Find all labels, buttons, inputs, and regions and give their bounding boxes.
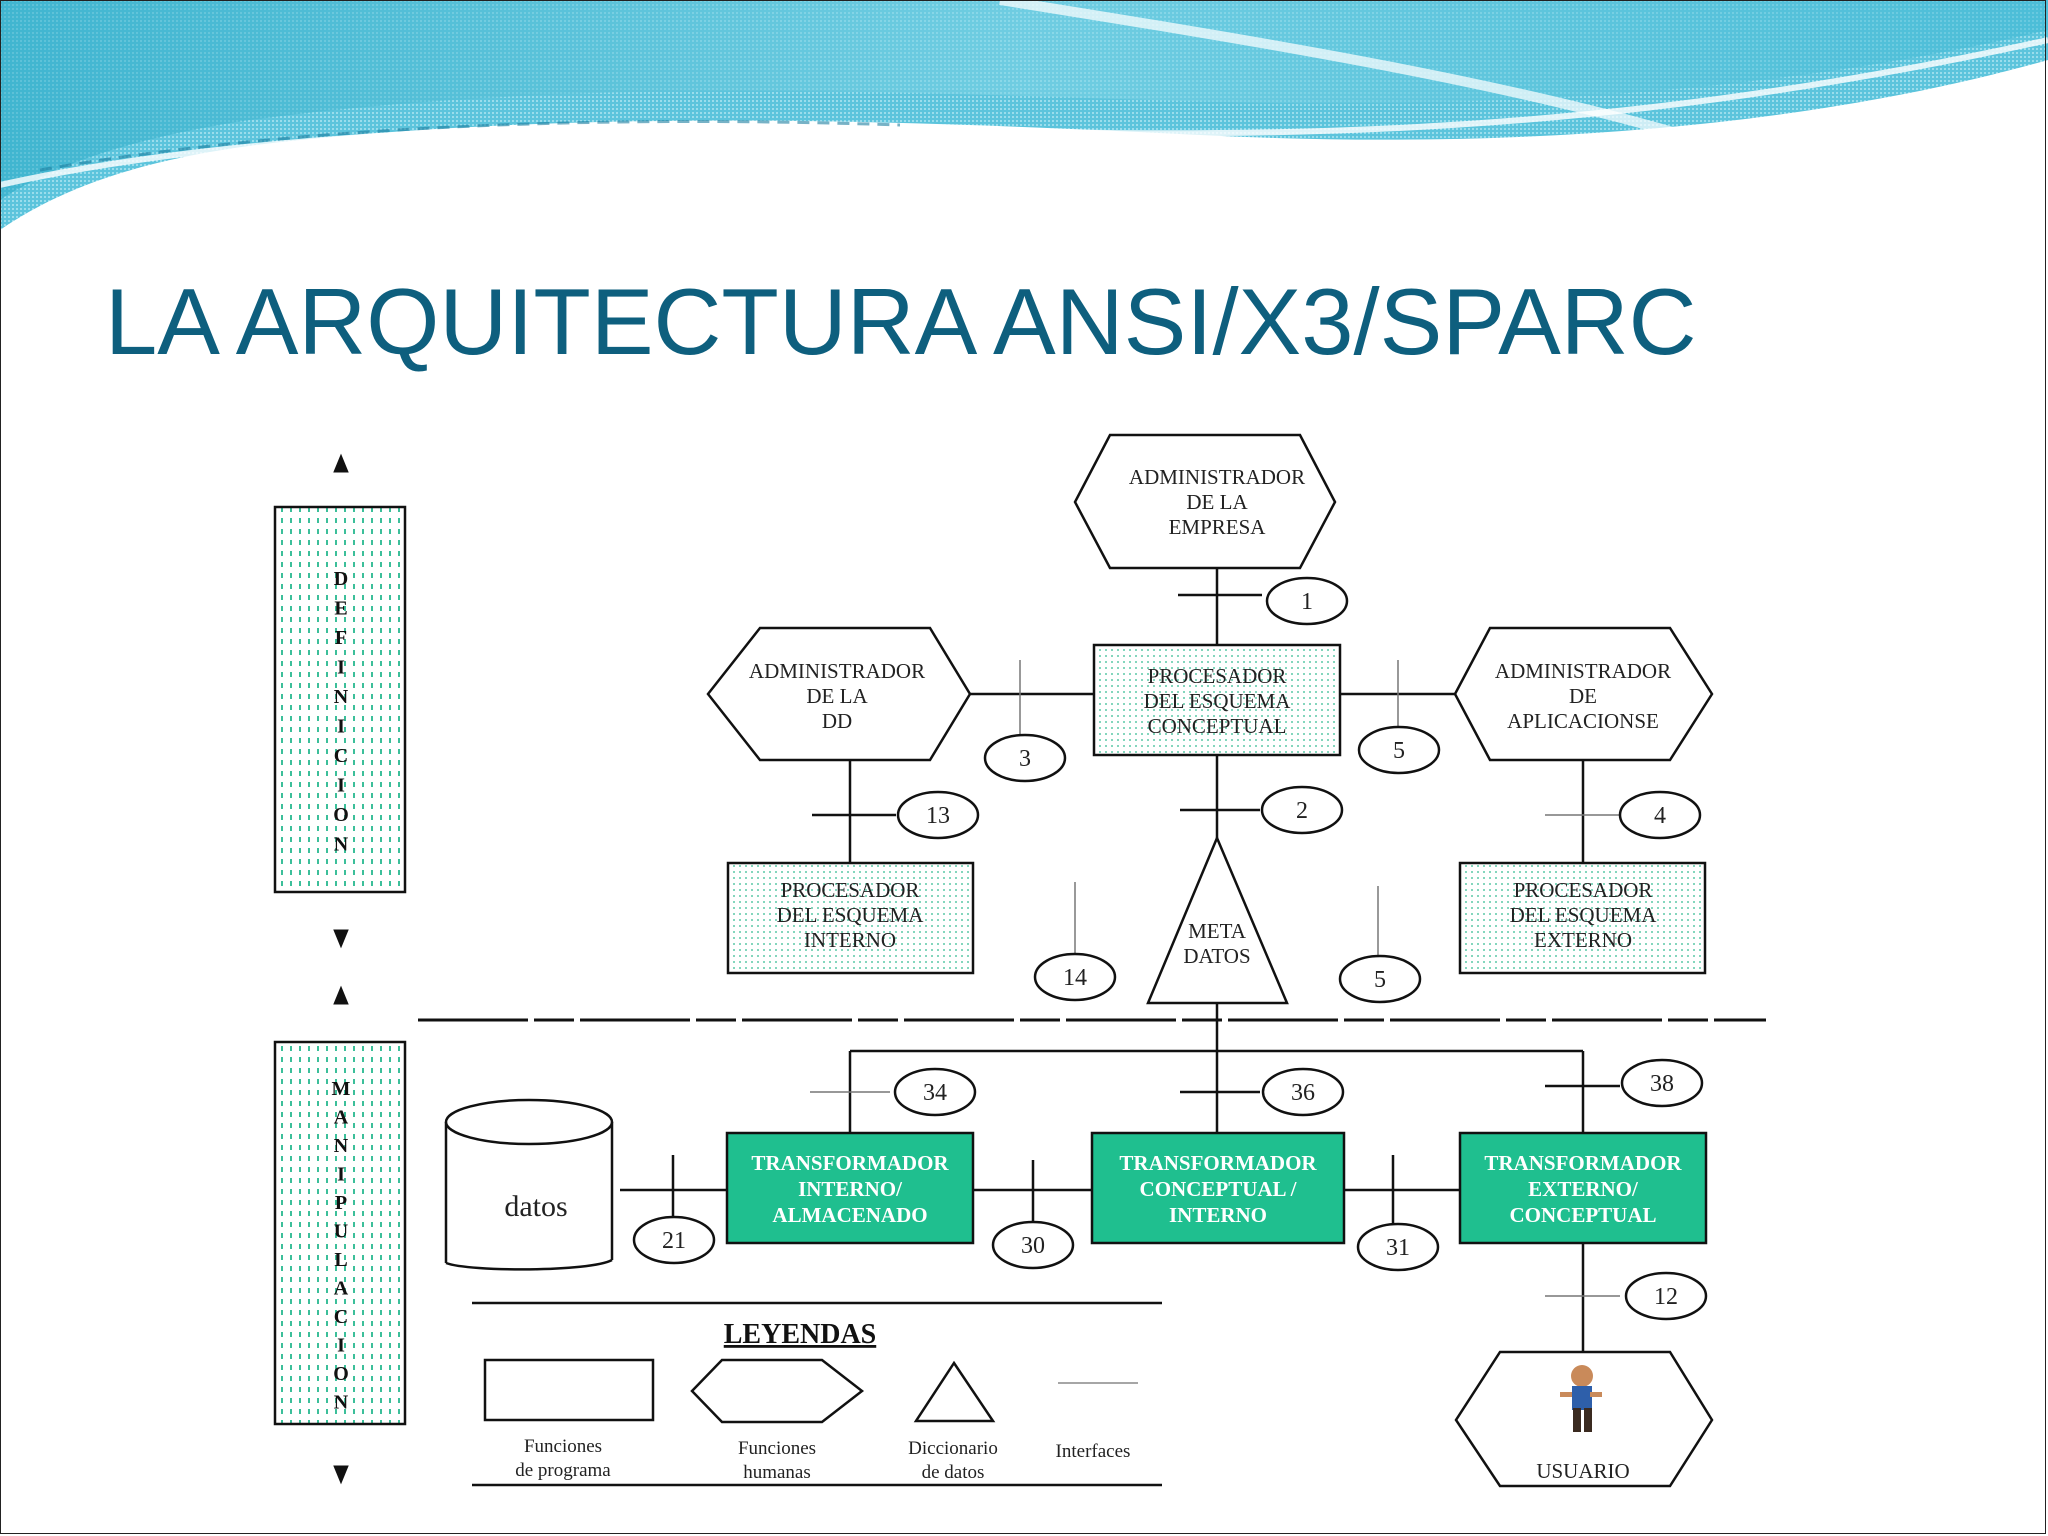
interface-5b-label: 5: [1374, 967, 1386, 993]
header-wave: [0, 0, 2048, 230]
interface-30: [991, 1220, 1075, 1270]
arrow-down-icon: [333, 1465, 349, 1485]
interface-2: [1260, 785, 1344, 835]
interface-14: [1033, 952, 1117, 1002]
legend-hexagon-icon: [690, 1358, 865, 1424]
proc-conceptual-box: [1092, 643, 1342, 757]
interface-34: [893, 1067, 977, 1117]
admin-empresa-hexagon: [1073, 433, 1337, 570]
arrow-up-icon: [333, 985, 349, 1005]
legend-triangle-icon: [913, 1360, 996, 1423]
interface-36: [1261, 1067, 1345, 1117]
interface-38: [1620, 1058, 1704, 1108]
interface-3: [983, 733, 1067, 783]
interface-12-label: 12: [1654, 1284, 1678, 1310]
definition-bar: [273, 505, 407, 894]
interface-13-label: 13: [926, 803, 950, 829]
interface-31: [1356, 1222, 1440, 1272]
datos-cylinder: [444, 1122, 614, 1271]
arrow-up-icon: [333, 453, 349, 473]
interface-12: [1624, 1271, 1708, 1321]
interface-2-label: 2: [1296, 798, 1308, 824]
interface-21-label: 21: [662, 1228, 686, 1254]
datos-cylinder-top: [444, 1098, 614, 1146]
interface-5a: [1357, 725, 1441, 775]
arrow-down-icon: [333, 929, 349, 949]
trans-externo-box: [1458, 1131, 1708, 1245]
proc-interno-box: [726, 861, 975, 975]
datos-label: datos: [504, 1190, 567, 1223]
interface-1: [1265, 576, 1349, 626]
interface-13: [896, 790, 980, 840]
admin-dd-hexagon: [706, 626, 972, 762]
legend-rect-icon: [483, 1358, 655, 1422]
interface-38-label: 38: [1650, 1071, 1674, 1097]
user-figure-icon: [1560, 1365, 1602, 1432]
interface-31-label: 31: [1386, 1235, 1410, 1261]
usuario-label: USUARIO: [1536, 1459, 1629, 1483]
trans-conceptual-box: [1090, 1131, 1346, 1245]
interface-34-label: 34: [923, 1080, 947, 1106]
interface-1-label: 1: [1301, 589, 1313, 615]
interface-14-label: 14: [1063, 965, 1087, 991]
interface-3-label: 3: [1019, 746, 1031, 772]
slide-title: LA ARQUITECTURA ANSI/X3/SPARC: [105, 269, 1697, 374]
interface-30-label: 30: [1021, 1233, 1045, 1259]
interface-5a-label: 5: [1393, 738, 1405, 764]
interface-21: [632, 1215, 716, 1265]
proc-externo-box: [1458, 861, 1707, 975]
manipulation-bar: [273, 1040, 407, 1426]
legend-item-interfaces: Interfaces: [1056, 1441, 1131, 1462]
interface-4: [1618, 790, 1702, 840]
interface-4-label: 4: [1654, 803, 1666, 829]
legend-title: LEYENDAS: [724, 1319, 876, 1350]
interface-5b: [1338, 954, 1422, 1004]
interface-36-label: 36: [1291, 1080, 1315, 1106]
